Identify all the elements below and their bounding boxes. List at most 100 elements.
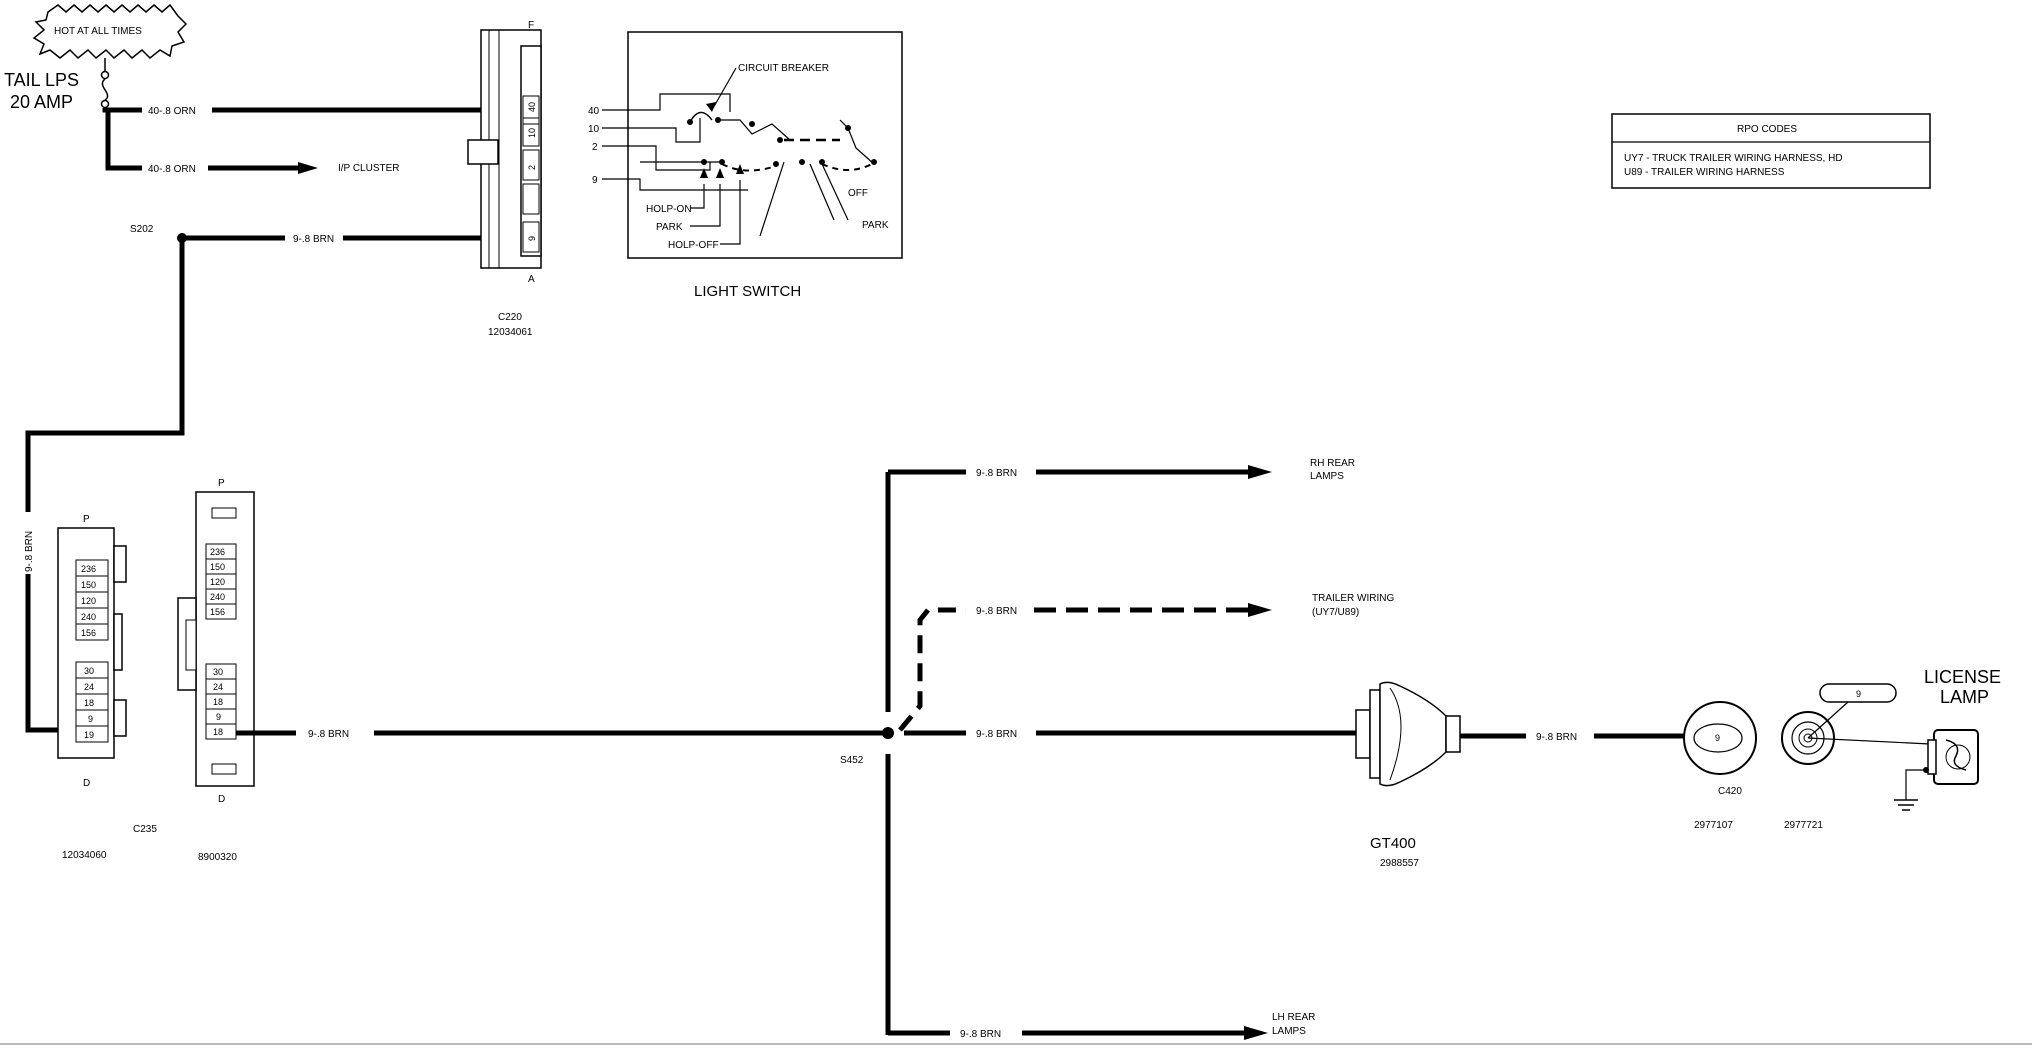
dest-trailer-1: TRAILER WIRING (1312, 593, 1394, 604)
label-brn-rh: 9-.8 BRN (976, 468, 1017, 479)
connector-c235-left: 236 150 120 240 156 30 24 18 9 19 (57, 527, 127, 759)
c220-pin-2: 2 (527, 165, 537, 170)
arrow-rh-rear-lamps (1248, 465, 1272, 479)
c235-r-pin-30: 30 (213, 667, 223, 677)
license-lamp (1807, 729, 1979, 811)
label-brn-trailer: 9-.8 BRN (976, 606, 1017, 617)
c235-r-pin-120: 120 (210, 577, 225, 587)
label-s452: S452 (840, 755, 864, 766)
c235-part-right: 8900320 (198, 852, 237, 863)
arrow-lh-rear-lamps (1244, 1026, 1268, 1040)
dest-trailer-2: (UY7/U89) (1312, 607, 1359, 618)
c420-l-pin: 9 (1715, 733, 1720, 743)
ls-holp-off: HOLP-OFF (668, 240, 719, 251)
c235-l-pin-240: 240 (81, 612, 96, 622)
c235-r-pin-236: 236 (210, 547, 225, 557)
arrow-ip-cluster (298, 162, 318, 174)
wire-brn-vertical (25, 238, 185, 733)
gt400-name: GT400 (1370, 835, 1416, 852)
label-brn-vertical: 9-.8 BRN (24, 531, 35, 572)
c420-r-pin: 9 (1856, 689, 1861, 699)
label-s202: S202 (130, 224, 154, 235)
ls-park-left: PARK (656, 222, 683, 233)
c420-part-right: 2977721 (1784, 820, 1823, 831)
c235-r-pin-156: 156 (210, 607, 225, 617)
c235-r-top: P (218, 478, 225, 489)
c235-r-pin-18: 18 (213, 697, 223, 707)
arrow-trailer (1248, 603, 1272, 617)
dest-rh-1: RH REAR (1310, 458, 1355, 469)
c235-r-pin-240: 240 (210, 592, 225, 602)
c220-part: 12034061 (488, 327, 533, 338)
hot-label: HOT AT ALL TIMES (54, 26, 142, 37)
wire-trailer-a (898, 607, 966, 732)
fuse-rating: 20 AMP (10, 92, 73, 112)
label-brn-c235: 9-.8 BRN (308, 729, 349, 740)
c235-part-left: 12034060 (62, 850, 107, 861)
c235-l-pin-120: 120 (81, 596, 96, 606)
rpo-line1: UY7 - TRUCK TRAILER WIRING HARNESS, HD (1624, 153, 1843, 164)
fuse-symbol (100, 58, 110, 109)
ls-pin-9: 9 (592, 175, 598, 186)
c235-l-top: P (83, 514, 90, 525)
license-lamp-label-1: LICENSE (1924, 667, 2001, 687)
label-brn-gt400: 9-.8 BRN (1536, 732, 1577, 743)
connector-c235-right: 236 150 120 240 156 30 24 18 9 18 (177, 491, 255, 787)
ls-pin-2: 2 (592, 142, 598, 153)
ls-pin-10: 10 (588, 124, 600, 135)
splice-s452 (882, 727, 894, 739)
fuse-name: TAIL LPS (4, 70, 79, 90)
c220-top-letter: F (528, 20, 534, 31)
c220-name: C220 (498, 312, 522, 323)
label-brn-main: 9-.8 BRN (976, 729, 1017, 740)
dest-lh-1: LH REAR (1272, 1012, 1315, 1023)
c235-l-pin-236: 236 (81, 564, 96, 574)
c235-l-pin-150: 150 (81, 580, 96, 590)
c235-r-bottom: D (218, 794, 225, 805)
rpo-title: RPO CODES (1737, 124, 1797, 135)
c235-name: C235 (133, 824, 157, 835)
wire-orn-cluster-a (105, 110, 145, 171)
c235-l-pin-18: 18 (84, 698, 94, 708)
ls-pin-40: 40 (588, 106, 600, 117)
c220-pin-9: 9 (527, 236, 537, 241)
connector-c420-right: 9 (1781, 683, 1897, 765)
gt400-part: 2988557 (1380, 858, 1419, 869)
rpo-codes-box: RPO CODES UY7 - TRUCK TRAILER WIRING HAR… (1611, 113, 1931, 189)
connector-c420-left: 9 (1683, 701, 1757, 775)
ls-circuit-breaker: CIRCUIT BREAKER (738, 63, 829, 74)
label-ip-cluster: I/P CLUSTER (338, 163, 400, 174)
c235-r-pin-150: 150 (210, 562, 225, 572)
c420-part-left: 2977107 (1694, 820, 1733, 831)
c235-l-pin-19: 19 (84, 730, 94, 740)
connector-c220: 40 10 2 9 (467, 29, 542, 269)
ls-holp-on: HOLP-ON (646, 204, 692, 215)
c235-r-pin-9: 9 (216, 712, 221, 722)
ls-off: OFF (848, 188, 868, 199)
c235-l-pin-24: 24 (84, 682, 94, 692)
connector-gt400 (1355, 681, 1461, 787)
label-orn-cluster: 40-.8 ORN (148, 164, 196, 175)
c420-name: C420 (1718, 786, 1742, 797)
hot-at-all-times-callout: HOT AT ALL TIMES (32, 3, 188, 60)
license-lamp-label-2: LAMP (1940, 687, 1989, 707)
light-switch-title: LIGHT SWITCH (694, 283, 801, 300)
label-brn-s202: 9-.8 BRN (293, 234, 334, 245)
dest-lh-2: LAMPS (1272, 1026, 1306, 1037)
c235-l-bottom: D (83, 778, 90, 789)
c220-pin-10: 10 (527, 128, 537, 138)
label-orn-top: 40-.8 ORN (148, 106, 196, 117)
c235-l-pin-9: 9 (88, 714, 93, 724)
c220-bottom-letter: A (528, 274, 535, 285)
dest-rh-2: LAMPS (1310, 471, 1344, 482)
c235-l-pin-30: 30 (84, 666, 94, 676)
c235-r-pin-18b: 18 (213, 727, 223, 737)
c220-pin-40: 40 (527, 102, 537, 112)
c235-r-pin-24: 24 (213, 682, 223, 692)
label-brn-lh: 9-.8 BRN (960, 1029, 1001, 1040)
rpo-line2: U89 - TRAILER WIRING HARNESS (1624, 167, 1785, 178)
ls-park-right: PARK (862, 220, 889, 231)
light-switch: 40 10 2 9 (588, 31, 903, 259)
